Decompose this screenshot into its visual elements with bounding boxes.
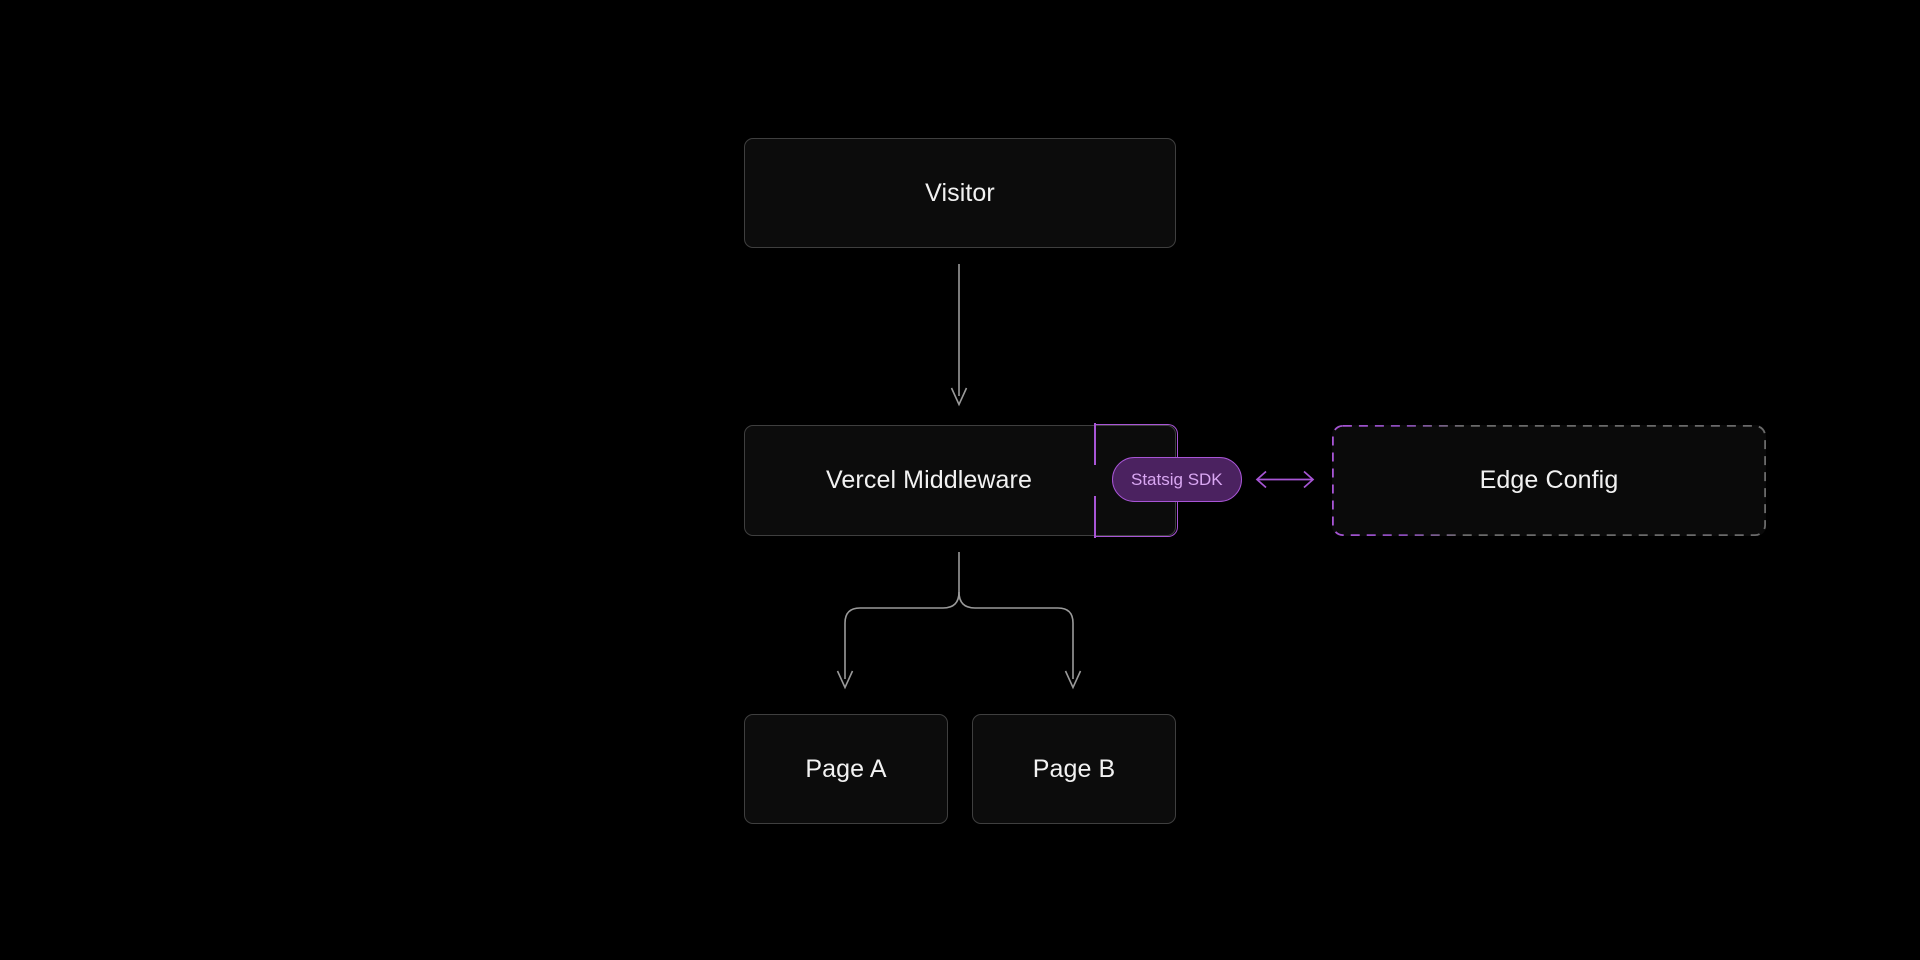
edge-middleware-to-edge-config (1255, 470, 1315, 489)
badge-statsig-sdk[interactable]: Statsig SDK (1112, 457, 1242, 502)
node-edge-config[interactable]: Edge Config (1332, 425, 1766, 536)
badge-statsig-sdk-label: Statsig SDK (1131, 470, 1223, 489)
node-page-b-label: Page B (1032, 754, 1116, 783)
node-visitor[interactable]: Visitor (744, 138, 1176, 248)
node-vercel-middleware[interactable]: Vercel Middleware (744, 425, 1176, 536)
node-page-b[interactable]: Page B (972, 714, 1176, 824)
node-vercel-middleware-label: Vercel Middleware (826, 466, 1032, 494)
node-page-a[interactable]: Page A (744, 714, 948, 824)
edge-visitor-to-middleware (950, 264, 968, 407)
edge-middleware-to-pages (836, 552, 1082, 690)
node-edge-config-label: Edge Config (1479, 466, 1619, 494)
node-visitor-label: Visitor (925, 178, 995, 207)
node-page-a-label: Page A (805, 754, 887, 783)
